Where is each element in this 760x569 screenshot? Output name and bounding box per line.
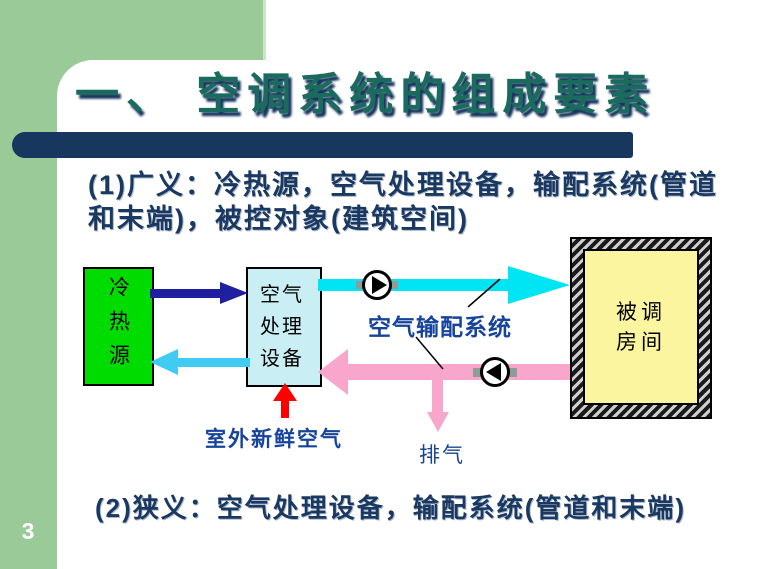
air-handling-unit-label: 空气处理设备 <box>260 284 304 370</box>
conditioned-room-label: 被调房间 <box>616 300 666 354</box>
exhaust-air-label: 排气 <box>419 443 465 467</box>
fan-direction-left-icon <box>485 363 501 381</box>
supply-air-arrow-head <box>508 266 570 304</box>
air-handling-unit-box: 空气处理设备 <box>246 267 322 387</box>
supply-air-duct <box>318 279 510 291</box>
fan-direction-right-icon <box>371 276 387 294</box>
air-distribution-system-label: 空气输配系统 <box>368 314 512 340</box>
exhaust-branch-arrow-head <box>427 412 449 432</box>
cold-heat-source-box: 冷热源 <box>83 267 154 386</box>
return-air-arrow-head <box>318 349 348 395</box>
cold-heat-source-label: 冷热源 <box>106 275 131 378</box>
supply-medium-arrow-head <box>220 282 248 304</box>
supply-fan-pump-icon <box>362 270 392 300</box>
broad-definition-text: (1)广义：冷热源，空气处理设备，输配系统(管道和末端)，被控对象(建筑空间) <box>88 170 718 234</box>
return-medium-arrow-head <box>150 349 178 375</box>
slide-title: 一、 空调系统的组成要素 <box>75 70 656 119</box>
fresh-air-arrow-head <box>273 383 297 401</box>
return-fan-pump-icon <box>480 357 510 387</box>
exhaust-branch-shaft <box>432 377 443 413</box>
outdoor-fresh-air-label: 室外新鲜空气 <box>205 428 343 451</box>
page-number: 3 <box>21 518 35 544</box>
narrow-definition-text: (2)狭义：空气处理设备，输配系统(管道和末端) <box>95 493 687 523</box>
title-underline-bar <box>12 132 633 158</box>
duct-joint <box>356 281 363 289</box>
conditioned-room-box: 被调房间 <box>583 249 699 405</box>
return-medium-arrow-shaft <box>176 358 250 367</box>
supply-medium-arrow-shaft <box>150 289 222 298</box>
duct-joint <box>391 281 398 289</box>
duct-joint <box>473 368 481 377</box>
return-air-duct <box>348 364 570 380</box>
fresh-air-arrow-shaft <box>281 399 289 418</box>
duct-joint <box>509 368 517 377</box>
